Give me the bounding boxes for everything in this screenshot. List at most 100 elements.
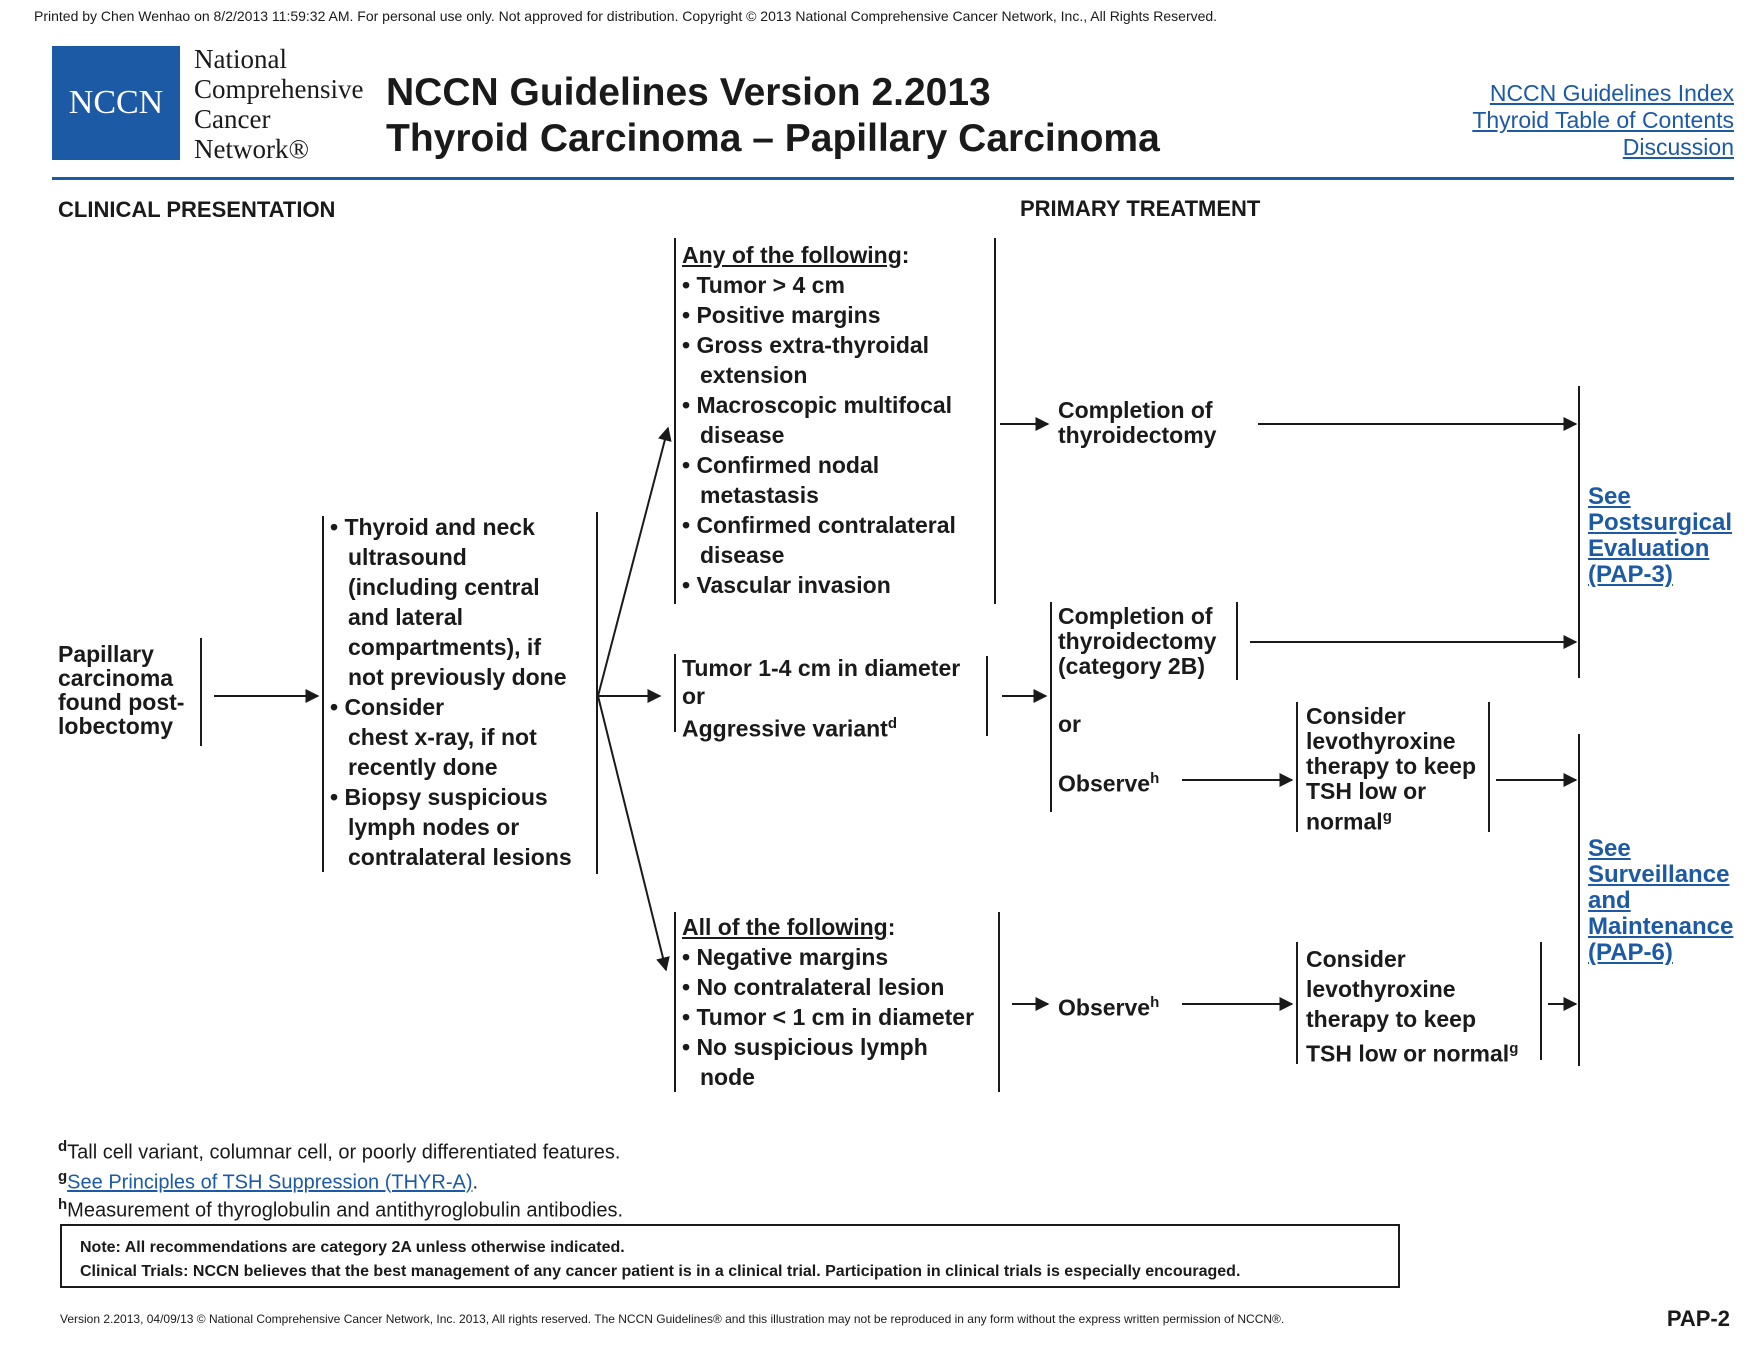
- note-line-1: Note: All recommendations are category 2…: [80, 1239, 625, 1256]
- levo-line: normalg: [1306, 804, 1476, 835]
- workup-line: • Thyroid and neck: [330, 514, 535, 540]
- workup-line: (including central: [348, 574, 540, 600]
- any-of-following-box: Any of the following: • Tumor > 4 cm • P…: [682, 240, 956, 600]
- treatment-line: thyroidectomy: [1058, 422, 1217, 448]
- title-line-1: NCCN Guidelines Version 2.2013: [386, 71, 991, 114]
- middle-line: Aggressive variantd: [682, 710, 960, 743]
- workup-line: contralateral lesions: [348, 844, 572, 870]
- title-line-2: Thyroid Carcinoma – Papillary Carcinoma: [386, 117, 1160, 160]
- levo-line: therapy to keep: [1306, 753, 1476, 779]
- footnote-marker: d: [58, 1138, 68, 1155]
- link-line: Evaluation: [1588, 535, 1710, 562]
- header-divider: [52, 177, 1734, 180]
- completion-thyroidectomy-box: Completion of thyroidectomy: [1058, 398, 1216, 448]
- or-label: or: [1058, 711, 1081, 737]
- levo2-bracket-left: [1296, 942, 1298, 1064]
- levo-line: levothyroxine: [1306, 728, 1456, 754]
- workup-bracket-left: [322, 516, 324, 872]
- footnote-text: Tall cell variant, columnar cell, or poo…: [67, 1141, 621, 1164]
- workup-line: ultrasound: [348, 544, 467, 570]
- treatment-line: Completion of: [1058, 397, 1213, 423]
- any-heading: Any of the following:: [682, 240, 956, 270]
- any-item: • Vascular invasion: [682, 572, 891, 598]
- link-line: Postsurgical: [1588, 509, 1733, 536]
- logo-line: Comprehensive: [194, 74, 364, 104]
- treatment-line: Completion of: [1058, 603, 1213, 629]
- observe-low-risk: Observeh: [1058, 988, 1159, 1023]
- logo-line: National: [194, 44, 287, 74]
- treatment-line: (category 2B): [1058, 653, 1205, 679]
- footnote-h: hMeasurement of thyroglobulin and antith…: [58, 1196, 623, 1223]
- print-notice: Printed by Chen Wenhao on 8/2/2013 11:59…: [34, 8, 1218, 24]
- tumor-1-4cm-box: Tumor 1-4 cm in diameter or Aggressive v…: [682, 654, 960, 743]
- all-of-following-box: All of the following: • Negative margins…: [682, 912, 974, 1092]
- surveillance-maintenance-link[interactable]: See Surveillance and Maintenance (PAP-6): [1588, 836, 1733, 966]
- any-item: • Gross extra-thyroidal: [682, 332, 930, 358]
- middle-line: Tumor 1-4 cm in diameter: [682, 655, 961, 681]
- aggressive-variant-text: Aggressive variant: [682, 715, 888, 742]
- presentation-bracket: [200, 638, 202, 746]
- levo-line: TSH low or normalg: [1306, 1034, 1518, 1069]
- arrow-workup-to-all: [597, 695, 670, 972]
- presentation-line: Papillary: [58, 641, 154, 667]
- workup-line: recently done: [348, 754, 498, 780]
- all-box-bracket-right: [998, 912, 1000, 1092]
- workup-bracket-right: [596, 512, 598, 874]
- any-item: • Tumor > 4 cm: [682, 272, 845, 298]
- any-item: • Positive margins: [682, 302, 881, 328]
- levo2-bracket-right: [1540, 942, 1542, 1060]
- levo1-bracket-right: [1488, 702, 1490, 832]
- all-item: node: [700, 1064, 755, 1090]
- discussion-link[interactable]: Discussion: [1622, 134, 1734, 160]
- completion-category-2b-box: Completion of thyroidectomy (category 2B…: [1058, 604, 1216, 679]
- presentation-line: carcinoma: [58, 665, 174, 691]
- footnote-marker: g: [58, 1168, 68, 1185]
- nccn-logo-wordmark: National Comprehensive Cancer Network®: [194, 44, 363, 164]
- logo-line: Cancer: [194, 104, 271, 134]
- all-item: • No contralateral lesion: [682, 974, 945, 1000]
- any-box-bracket-right: [994, 238, 996, 604]
- page-code: PAP-2: [1666, 1306, 1730, 1331]
- link-line: (PAP-3): [1588, 561, 1673, 588]
- middle-box-bracket-left: [674, 654, 676, 732]
- all-box-bracket-left: [674, 912, 676, 1092]
- any-heading-text: Any of the following: [682, 242, 902, 268]
- any-heading-colon: :: [901, 242, 910, 268]
- presentation-box: Papillary carcinoma found post- lobectom…: [58, 642, 184, 738]
- any-item: • Macroscopic multifocal: [682, 392, 953, 418]
- page-title: NCCN Guidelines Version 2.2013 Thyroid C…: [386, 70, 1160, 162]
- footnote-mark-g: g: [1509, 1040, 1519, 1057]
- footnote-marker: h: [58, 1196, 68, 1213]
- all-item: • No suspicious lymph: [682, 1034, 928, 1060]
- observe-option: Observeh: [1058, 764, 1159, 799]
- levo-line: Consider: [1306, 703, 1406, 729]
- levo-normal-text: normal: [1306, 808, 1383, 835]
- any-box-bracket-left: [674, 238, 676, 604]
- postsurgical-evaluation-link[interactable]: See Postsurgical Evaluation (PAP-3): [1588, 484, 1732, 588]
- nccn-logo-mark: NCCN: [52, 46, 180, 160]
- workup-line: compartments), if: [348, 634, 541, 660]
- workup-line: lymph nodes or: [348, 814, 520, 840]
- table-of-contents-link[interactable]: Thyroid Table of Contents: [1472, 107, 1734, 133]
- tsh-suppression-link[interactable]: See Principles of TSH Suppression (THYR-…: [67, 1171, 473, 1194]
- levo-line: therapy to keep: [1306, 1006, 1476, 1032]
- levo-line: TSH low or: [1306, 778, 1427, 804]
- treatment-options-bracket: [1050, 602, 1052, 812]
- any-item: extension: [700, 362, 808, 388]
- any-item: disease: [700, 422, 785, 448]
- workup-line: chest x-ray, if not: [348, 724, 537, 750]
- note-box: Note: All recommendations are category 2…: [60, 1224, 1400, 1288]
- presentation-line: found post-: [58, 689, 185, 715]
- all-heading-text: All of the following: [682, 914, 888, 940]
- link-line: (PAP-6): [1588, 939, 1673, 966]
- workup-line: • Biopsy suspicious: [330, 784, 548, 810]
- link-line: See: [1588, 835, 1631, 862]
- any-item: metastasis: [700, 482, 819, 508]
- footer-copyright: Version 2.2013, 04/09/13 © National Comp…: [60, 1312, 1285, 1326]
- workup-line: and lateral: [348, 604, 464, 630]
- levo1-bracket-left: [1296, 702, 1298, 832]
- link-line: and: [1588, 887, 1631, 914]
- footnote-mark-g: g: [1382, 808, 1392, 825]
- surveillance-bracket: [1578, 734, 1580, 1066]
- guidelines-index-link[interactable]: NCCN Guidelines Index: [1489, 80, 1734, 106]
